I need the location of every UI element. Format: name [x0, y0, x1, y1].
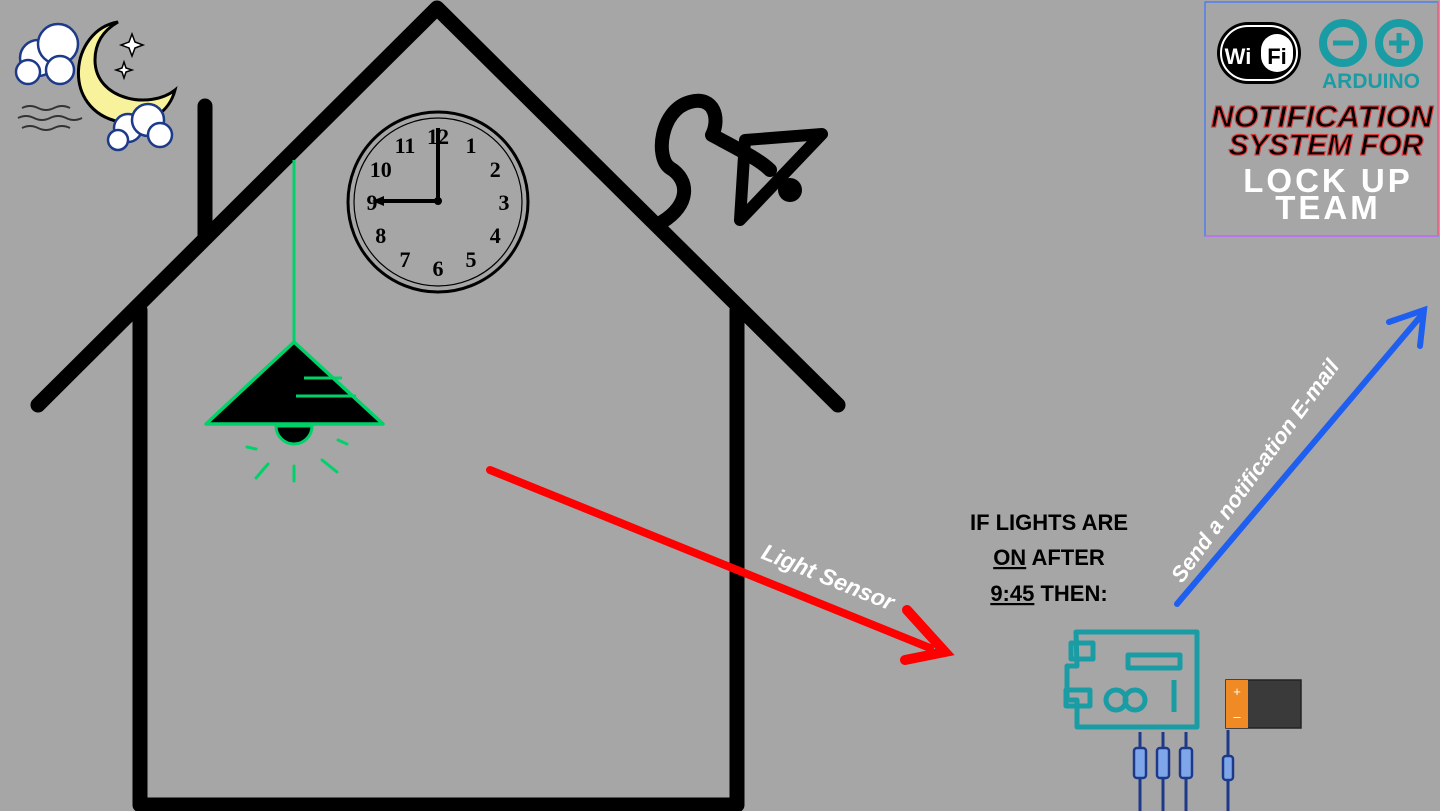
house-outline [30, 0, 846, 811]
clock-numeral-11: 11 [395, 133, 416, 158]
clock-numeral-3: 3 [499, 190, 510, 215]
condition-on: ON [993, 545, 1026, 570]
heading-line-2b: FOR [1360, 129, 1424, 162]
condition-line-2: ON AFTER [993, 545, 1105, 570]
condition-line-3: 9:45 THEN: [990, 581, 1107, 606]
heading-line-3: LOCK UP [1243, 162, 1413, 199]
clock-numeral-4: 4 [490, 223, 501, 248]
wall-clock-icon: 121234567891011 [346, 110, 530, 294]
clock-numeral-5: 5 [466, 247, 477, 272]
clock-numeral-10: 10 [370, 157, 392, 182]
wifi-logo-fi: Fi [1267, 44, 1287, 69]
clock-numeral-8: 8 [375, 223, 386, 248]
clock-numeral-2: 2 [490, 157, 501, 182]
battery-icon: + – [1225, 679, 1302, 729]
condition-after: AFTER [1026, 545, 1105, 570]
hanging-lamp-icon [204, 160, 385, 483]
svg-text:–: – [1233, 709, 1241, 724]
heading-line-2a: SYSTEM [1229, 129, 1353, 162]
condition-then: THEN: [1034, 581, 1107, 606]
arduino-logo-text: ARDUINO [1322, 70, 1420, 93]
condition-line-1: IF LIGHTS ARE [970, 510, 1128, 535]
clock-numeral-6: 6 [433, 256, 444, 281]
heading-line-1: NOTIFICATION [1211, 99, 1434, 134]
clock-numeral-7: 7 [400, 247, 411, 272]
wifi-logo: Wi Fi [1217, 22, 1301, 84]
wall-lamp-icon [654, 93, 828, 229]
svg-text:+: + [1233, 684, 1241, 699]
arduino-logo: ARDUINO [1319, 19, 1423, 93]
clock-numeral-9: 9 [367, 190, 378, 215]
clock-numeral-1: 1 [466, 133, 477, 158]
wifi-logo-wi: Wi [1225, 44, 1252, 69]
arduino-board-icon [1063, 629, 1200, 730]
moon-clouds-icon [14, 20, 178, 152]
condition-time: 9:45 [990, 581, 1034, 606]
condition-text: IF LIGHTS ARE ON AFTER 9:45 THEN: [970, 510, 1128, 606]
heading-line-4: TEAM [1275, 189, 1381, 226]
rca-cable-icon [1132, 730, 1235, 811]
